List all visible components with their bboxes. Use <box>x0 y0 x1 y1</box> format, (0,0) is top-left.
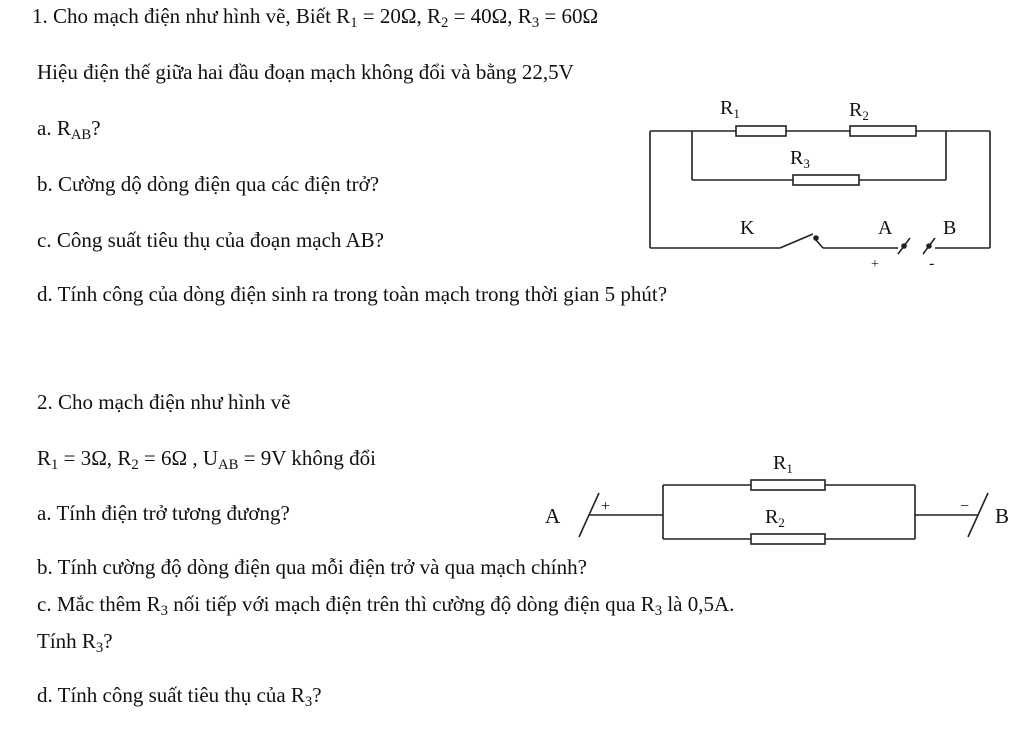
problem2-given: R1 = 3Ω, R2 = 6Ω , UAB = 9V không đổi <box>37 446 376 474</box>
problem2-circuit-diagram: A + − B R1 R2 <box>545 452 1009 545</box>
r3-label: R3 <box>790 147 810 171</box>
r1-label: R1 <box>773 452 793 476</box>
r1-label: R1 <box>720 97 740 121</box>
problem2-question-a: a. Tính điện trở tương đương? <box>37 501 290 525</box>
terminal-b <box>926 243 932 249</box>
r2-resistor <box>849 125 917 137</box>
terminal-a <box>901 243 907 249</box>
terminal-b-slash <box>967 492 989 538</box>
r1-resistor <box>750 479 826 491</box>
problem2-intro: 2. Cho mạch điện như hình vẽ <box>37 390 291 414</box>
problem1-circuit-diagram: R1 R2 R3 K A B + - <box>649 97 991 272</box>
a-label: A <box>545 504 561 528</box>
plus-sign: + <box>601 498 610 515</box>
problem2-question-b: b. Tính cường độ dòng điện qua mỗi điện … <box>37 555 587 579</box>
minus-sign: - <box>929 255 934 272</box>
problem2-question-c-continued: Tính R3? <box>37 629 113 657</box>
switch-k <box>779 233 814 249</box>
r2-resistor <box>750 533 826 545</box>
plus-sign: + <box>871 257 879 272</box>
r2-label: R2 <box>765 506 785 530</box>
problem1-question-d: d. Tính công của dòng điện sinh ra trong… <box>37 282 668 306</box>
b-label: B <box>943 217 956 239</box>
problem1-question-c: c. Công suất tiêu thụ của đoạn mạch AB? <box>37 228 385 252</box>
r1-resistor <box>735 125 787 137</box>
b-label: B <box>995 504 1009 528</box>
a-label: A <box>878 217 893 239</box>
r2-label: R2 <box>849 99 869 123</box>
problem2-question-c: c. Mắc thêm R3 nối tiếp với mạch điện tr… <box>37 592 735 620</box>
switch-contact <box>813 235 819 241</box>
k-label: K <box>740 217 755 239</box>
minus-sign: − <box>960 498 969 515</box>
problem1-voltage: Hiệu điện thế giữa hai đầu đoạn mạch khô… <box>37 60 574 84</box>
problem1-question-a: a. RAB? <box>37 116 101 144</box>
r3-resistor <box>792 174 860 186</box>
problem2-question-d: d. Tính công suất tiêu thụ của R3? <box>37 683 322 711</box>
problem1-question-b: b. Cường dộ dòng điện qua các điện trở? <box>37 172 380 196</box>
problem1-given: 1. Cho mạch điện như hình vẽ, Biết R1 = … <box>32 4 599 32</box>
